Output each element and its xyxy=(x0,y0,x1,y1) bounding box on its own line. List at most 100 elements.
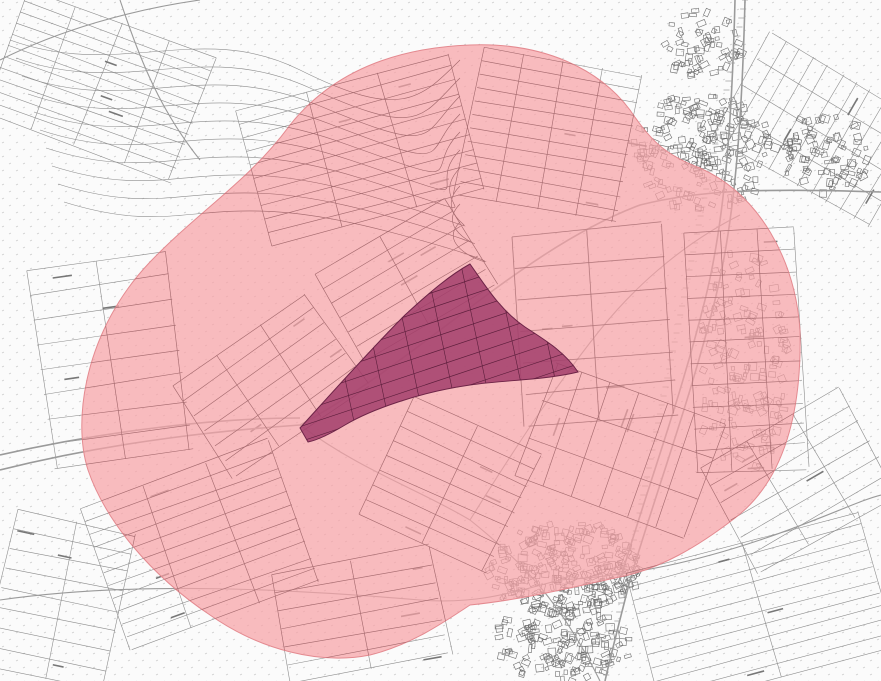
building-block xyxy=(625,574,637,584)
building-block xyxy=(660,39,670,48)
parcel-line xyxy=(867,122,881,228)
building-block xyxy=(564,653,575,665)
building-block xyxy=(686,70,696,80)
parcel-line xyxy=(481,455,542,572)
map-label-mark xyxy=(746,670,765,677)
parcel-line xyxy=(0,606,115,631)
building-block xyxy=(832,176,840,185)
parcel-line xyxy=(271,543,429,576)
building-block xyxy=(849,121,859,130)
parcel-line xyxy=(514,475,684,539)
parcel-line xyxy=(710,405,801,486)
building-block xyxy=(574,586,580,595)
parcel-line xyxy=(472,114,631,142)
parcel-line xyxy=(183,307,314,402)
building-block xyxy=(863,145,869,151)
parcel-line xyxy=(542,372,583,486)
building-block xyxy=(710,27,717,35)
parcel-line xyxy=(45,521,77,679)
parcel-line xyxy=(260,324,322,417)
building-block xyxy=(831,156,839,164)
building-block xyxy=(587,593,596,601)
map-label-mark xyxy=(847,97,859,116)
parcel-line xyxy=(372,484,500,545)
parcel-line xyxy=(688,316,799,321)
parcel-line xyxy=(0,665,103,681)
parcel-line xyxy=(853,116,881,219)
parcel-line xyxy=(253,118,466,179)
building-block xyxy=(569,670,577,677)
building-block xyxy=(599,584,607,591)
parcel-line xyxy=(73,23,123,145)
parcel-line xyxy=(81,349,180,371)
map-label-mark xyxy=(64,376,80,381)
building-block xyxy=(701,136,709,144)
building-block xyxy=(722,106,729,114)
building-block xyxy=(720,47,731,56)
parcel-line xyxy=(625,573,662,681)
building-block xyxy=(675,38,685,46)
parcel-line xyxy=(571,382,611,497)
building-block xyxy=(655,126,665,132)
building-block xyxy=(848,177,858,188)
building-block xyxy=(502,616,513,624)
building-block xyxy=(562,606,567,613)
building-block xyxy=(693,45,700,52)
parcel-line xyxy=(771,32,881,127)
building-block xyxy=(717,66,724,71)
building-block xyxy=(838,139,847,150)
project-site-polygon[interactable] xyxy=(299,263,579,443)
building-block xyxy=(694,98,700,103)
building-block xyxy=(678,136,686,144)
building-block xyxy=(721,16,731,28)
building-block xyxy=(689,145,696,152)
parcel-line xyxy=(0,89,181,158)
building-block xyxy=(714,36,720,41)
building-block xyxy=(555,606,563,615)
building-block xyxy=(600,640,609,648)
building-block xyxy=(613,579,624,590)
building-block xyxy=(529,624,536,631)
building-block xyxy=(699,131,706,139)
building-block xyxy=(682,96,691,102)
building-block xyxy=(687,58,694,66)
building-block xyxy=(795,115,805,124)
parcel-line xyxy=(81,401,187,420)
building-block xyxy=(563,669,568,675)
building-block xyxy=(853,132,863,143)
building-block xyxy=(721,61,731,72)
parcel-line xyxy=(662,646,881,681)
building-block xyxy=(539,653,549,661)
parcel-line xyxy=(691,380,801,386)
building-block xyxy=(801,155,810,164)
building-block xyxy=(804,116,813,126)
building-block xyxy=(689,112,697,120)
building-block xyxy=(569,633,577,643)
parcel-line xyxy=(640,566,873,628)
building-block xyxy=(740,118,748,126)
map-label-mark xyxy=(57,554,72,559)
parcel-line xyxy=(511,221,662,238)
building-block xyxy=(541,601,549,607)
map-label-mark xyxy=(423,655,442,661)
building-block xyxy=(610,594,618,602)
building-block xyxy=(806,134,816,139)
building-block xyxy=(861,168,869,175)
building-block xyxy=(819,189,827,198)
building-block xyxy=(832,155,842,164)
building-block xyxy=(850,120,862,131)
building-block xyxy=(704,37,715,43)
building-block xyxy=(584,584,590,593)
building-block xyxy=(597,593,608,604)
parcel-line xyxy=(350,560,372,659)
parcel-line xyxy=(636,549,869,615)
parcel-line xyxy=(741,84,881,179)
parcel-line xyxy=(528,437,698,500)
parcel-line xyxy=(348,255,478,333)
parcel-line xyxy=(793,227,810,467)
parcel-line xyxy=(756,229,773,469)
parcel-line xyxy=(193,322,325,417)
parcel-line xyxy=(81,424,190,445)
